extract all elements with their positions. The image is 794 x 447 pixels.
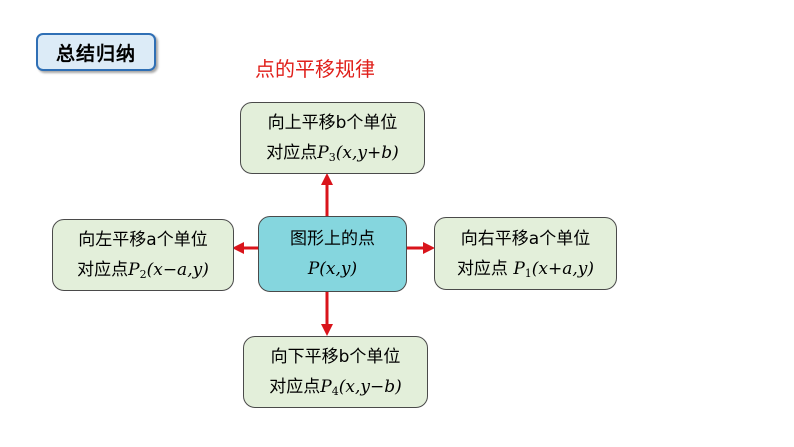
- diagram-heading: 点的平移规律: [255, 57, 375, 81]
- right-description: 向右平移a个单位: [460, 228, 591, 249]
- box-translate-down: 向下平移b个单位 对应点P4(x,y−b): [243, 336, 428, 408]
- left-formula: 对应点P2(x−a,y): [77, 260, 209, 281]
- box-translate-up: 向上平移b个单位 对应点P3(x,y+b): [240, 102, 425, 174]
- box-translate-left: 向左平移a个单位 对应点P2(x−a,y): [52, 219, 234, 291]
- box-translate-right: 向右平移a个单位 对应点 P1(x+a,y): [434, 217, 617, 290]
- summary-badge: 总结归纳: [36, 33, 156, 71]
- right-formula: 对应点 P1(x+a,y): [456, 258, 595, 280]
- up-formula: 对应点P3(x,y+b): [266, 143, 399, 164]
- left-description: 向左平移a个单位: [78, 230, 208, 250]
- center-formula: P(x,y): [307, 259, 358, 279]
- down-description: 向下平移b个单位: [270, 347, 401, 367]
- center-description: 图形上的点: [290, 229, 375, 249]
- up-description: 向上平移b个单位: [267, 113, 398, 133]
- box-original-point: 图形上的点 P(x,y): [258, 216, 407, 292]
- down-formula: 对应点P4(x,y−b): [269, 377, 402, 398]
